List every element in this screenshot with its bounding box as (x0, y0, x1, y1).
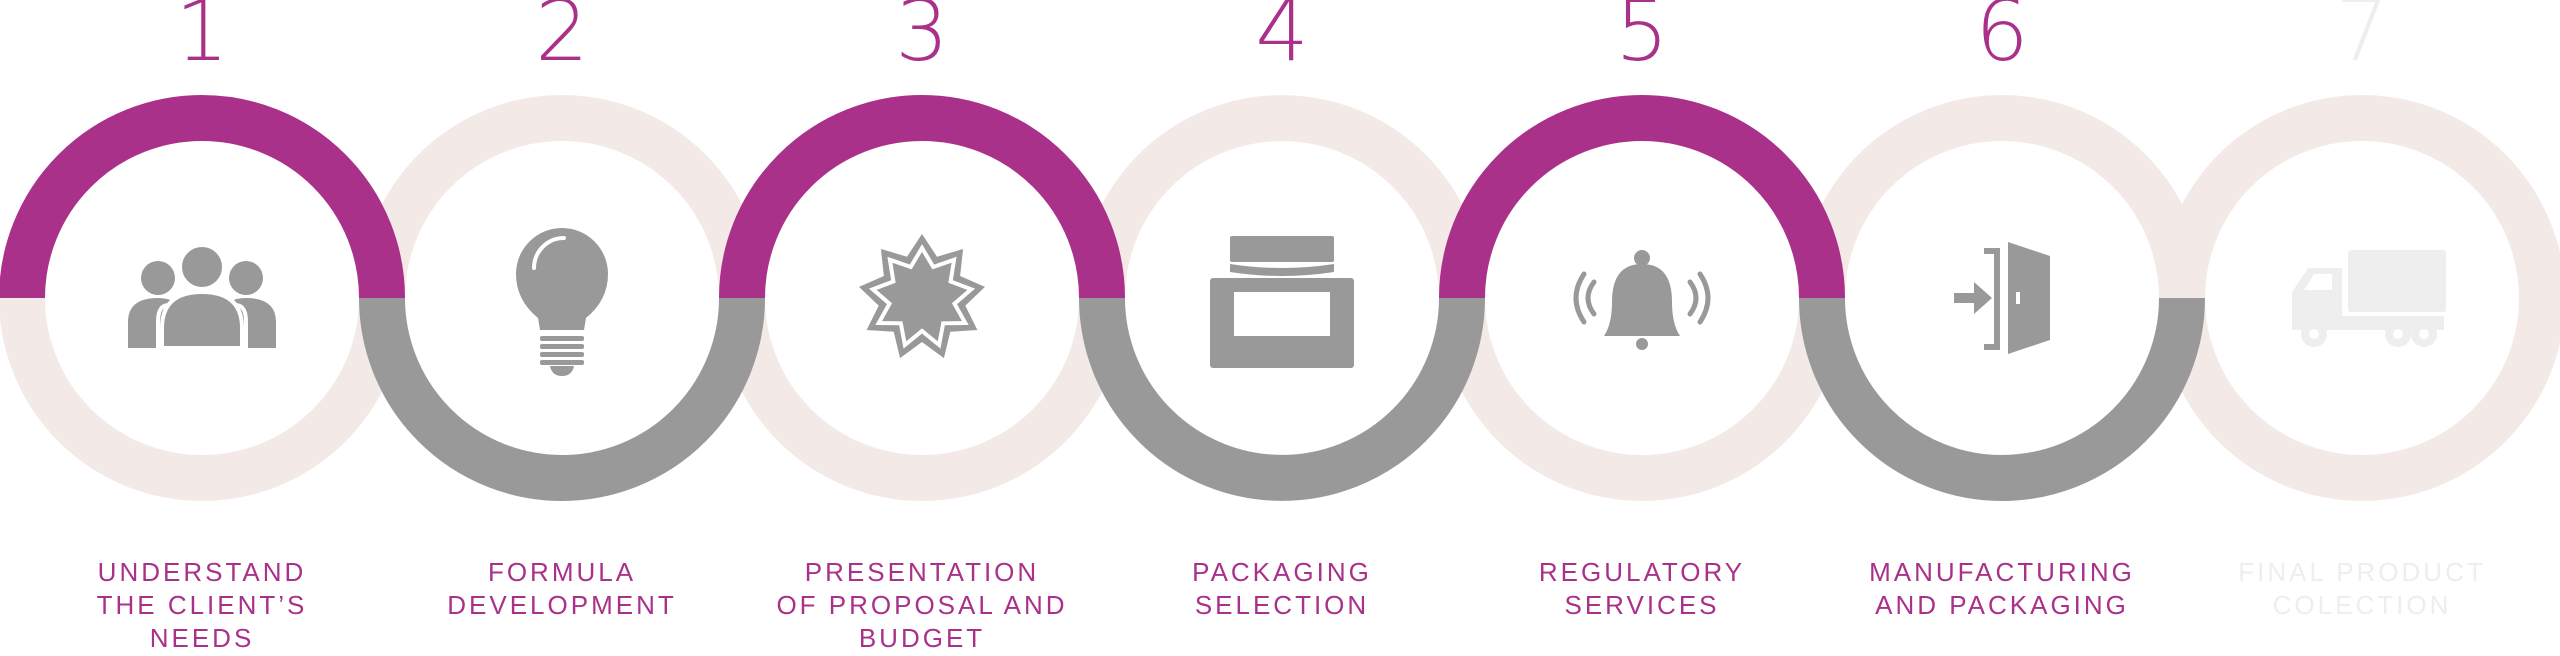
step-6-bottom-arc (1799, 297, 2205, 501)
step-1-label-line: UNDERSTAND (97, 557, 307, 587)
step-6-label-line: MANUFACTURING (1869, 557, 2135, 587)
step-3-bottom-arc (719, 297, 1125, 501)
step-1-top-arc (0, 95, 405, 299)
step-6-top-arc (1799, 95, 2205, 299)
step-3-label-line: BUDGET (858, 623, 986, 653)
step-4-bottom-arc (1079, 297, 1485, 501)
step-5-bottom-arc (1439, 297, 1845, 501)
step-4-label-line: SELECTION (1194, 590, 1370, 620)
package-icon (1210, 236, 1354, 368)
step-2-number: 2 (535, 0, 588, 80)
step-7-label-line: FINAL PRODUCT (2238, 557, 2486, 587)
people-icon (128, 243, 276, 350)
lightbulb-icon (516, 228, 608, 376)
step-4-number: 4 (1255, 0, 1308, 80)
step-7-label-line: COLECTION (2272, 590, 2452, 620)
step-6-number: 6 (1975, 0, 2028, 80)
step-2-top-arc (359, 95, 765, 299)
step-3-top-arc (719, 95, 1125, 299)
bell-icon (1573, 250, 1711, 350)
step-4-top-arc (1079, 95, 1485, 299)
step-3-label-line: OF PROPOSAL AND (776, 590, 1068, 620)
step-7-number: 7 (2335, 0, 2388, 80)
door-enter-icon (1954, 242, 2050, 354)
step-5-label-line: REGULATORY (1538, 557, 1746, 587)
step-2-label-line: DEVELOPMENT (447, 590, 677, 620)
step-3-number: 3 (895, 0, 948, 80)
truck-icon (2292, 250, 2446, 347)
step-1-label-line: NEEDS (149, 623, 255, 653)
step-5-number: 5 (1615, 0, 1668, 80)
step-5-top-arc (1439, 95, 1845, 299)
step-4-label-line: PACKAGING (1192, 557, 1372, 587)
step-7-top-arc (2159, 95, 2560, 299)
step-7-bottom-arc (2159, 297, 2560, 501)
step-2-bottom-arc (359, 297, 765, 501)
step-1-number: 1 (175, 0, 228, 80)
step-1-bottom-arc (0, 297, 405, 501)
step-1-label-line: THE CLIENT’S (96, 590, 308, 620)
badge-star-icon (859, 234, 985, 359)
step-2-label-line: FORMULA (487, 557, 637, 587)
step-6-label-line: AND PACKAGING (1875, 590, 2129, 620)
step-3-label-line: PRESENTATION (804, 557, 1040, 587)
step-5-label-line: SERVICES (1564, 590, 1720, 620)
